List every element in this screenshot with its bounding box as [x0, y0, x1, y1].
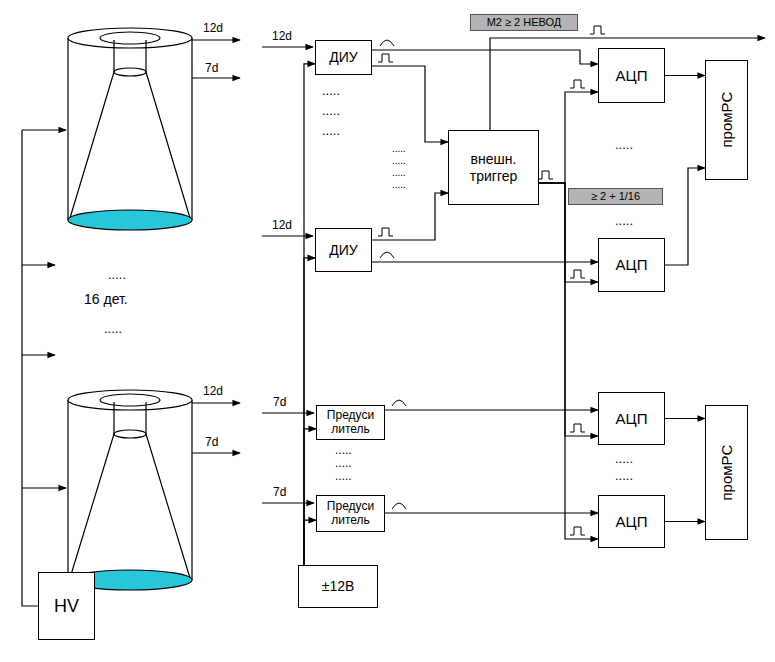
- box-text: АЦП: [616, 410, 648, 427]
- signal-connector: [372, 50, 598, 64]
- amplifier-box: ДИУ: [315, 228, 372, 272]
- pc-box: промРС: [705, 60, 748, 180]
- signal-label: 7d: [205, 62, 218, 75]
- ellipsis-mark: .....: [392, 179, 406, 190]
- signal-label: 12d: [203, 385, 223, 398]
- ellipsis-mark: .....: [335, 444, 352, 457]
- signal-connector: [372, 261, 598, 262]
- signal-label: 7d: [205, 436, 218, 449]
- box-text: Предуси литель: [317, 500, 384, 528]
- adc-box: АЦП: [598, 392, 665, 445]
- signal-connector: [385, 409, 598, 410]
- signal-connector: [372, 193, 448, 240]
- ellipsis-mark: .....: [335, 470, 352, 483]
- pc-box: промРС: [705, 405, 748, 540]
- detector: [68, 28, 192, 230]
- signal-connector: [304, 64, 315, 565]
- ellipsis-mark: .....: [392, 143, 406, 154]
- preamplifier-box: Предуси литель: [316, 495, 385, 532]
- signal-wire: [22, 38, 765, 606]
- trigger-output-label: M2 ≥ 2 НЕВОД: [470, 14, 578, 31]
- signal-connector: [539, 92, 598, 183]
- box-text: промРС: [718, 92, 735, 148]
- signal-connector: [304, 429, 316, 565]
- signal-connector: [539, 183, 598, 539]
- ellipsis-mark: .....: [615, 138, 633, 152]
- box-text: АЦП: [616, 256, 648, 273]
- ellipsis-mark: .....: [615, 214, 633, 228]
- ellipsis-mark: .....: [322, 124, 340, 138]
- signal-label: 12d: [272, 219, 292, 232]
- signal-label: 12d: [272, 30, 292, 43]
- signal-connector: [665, 521, 705, 522]
- box-text: внешн. триггер: [449, 151, 538, 183]
- high-voltage-box: HV: [38, 572, 95, 640]
- preamplifier-box: Предуси литель: [316, 405, 385, 440]
- signal-connector: [304, 520, 316, 565]
- box-text: M2 ≥ 2 НЕВОД: [487, 16, 562, 29]
- box-text: ≥ 2 + 1/16: [591, 190, 640, 203]
- signal-label: 7d: [273, 486, 286, 499]
- box-text: ДИУ: [329, 242, 357, 258]
- adc-box: АЦП: [598, 495, 665, 548]
- detector: [68, 390, 192, 590]
- box-text: ДИУ: [329, 49, 357, 65]
- adc-box: АЦП: [598, 48, 665, 103]
- trigger-box: внешн. триггер: [448, 130, 539, 205]
- box-text: Предуси литель: [317, 409, 384, 437]
- power-supply-box: ±12В: [298, 565, 378, 608]
- signal-connector: [372, 66, 448, 142]
- ellipsis-mark: .....: [392, 167, 406, 178]
- box-text: HV: [54, 596, 79, 617]
- signal-label: 7d: [273, 396, 286, 409]
- signal-connector: [539, 183, 598, 436]
- ellipsis-mark: .....: [615, 469, 633, 483]
- adc-box: АЦП: [598, 238, 665, 292]
- box-text: промРС: [718, 445, 735, 501]
- trigger-condition-label: ≥ 2 + 1/16: [568, 188, 663, 205]
- ellipsis-mark: .....: [392, 155, 406, 166]
- signal-label: 16 дет.: [84, 292, 128, 307]
- signal-label: 12d: [203, 22, 223, 35]
- signal-connector: [665, 418, 705, 419]
- pulse-symbol: [378, 26, 605, 535]
- ellipsis-mark: .....: [108, 268, 126, 282]
- ellipsis-mark: .....: [322, 84, 340, 98]
- signal-connector: [304, 258, 315, 565]
- box-text: АЦП: [616, 513, 648, 530]
- box-text: ±12В: [322, 578, 355, 594]
- signal-connector: [665, 75, 705, 76]
- box-text: АЦП: [616, 67, 648, 84]
- amplifier-box: ДИУ: [315, 40, 372, 75]
- ellipsis-mark: .....: [322, 104, 340, 118]
- ellipsis-mark: .....: [104, 322, 122, 336]
- signal-connector: [385, 512, 598, 513]
- signal-connector: [665, 168, 705, 265]
- ellipsis-mark: .....: [335, 457, 352, 470]
- ellipsis-mark: .....: [615, 452, 633, 466]
